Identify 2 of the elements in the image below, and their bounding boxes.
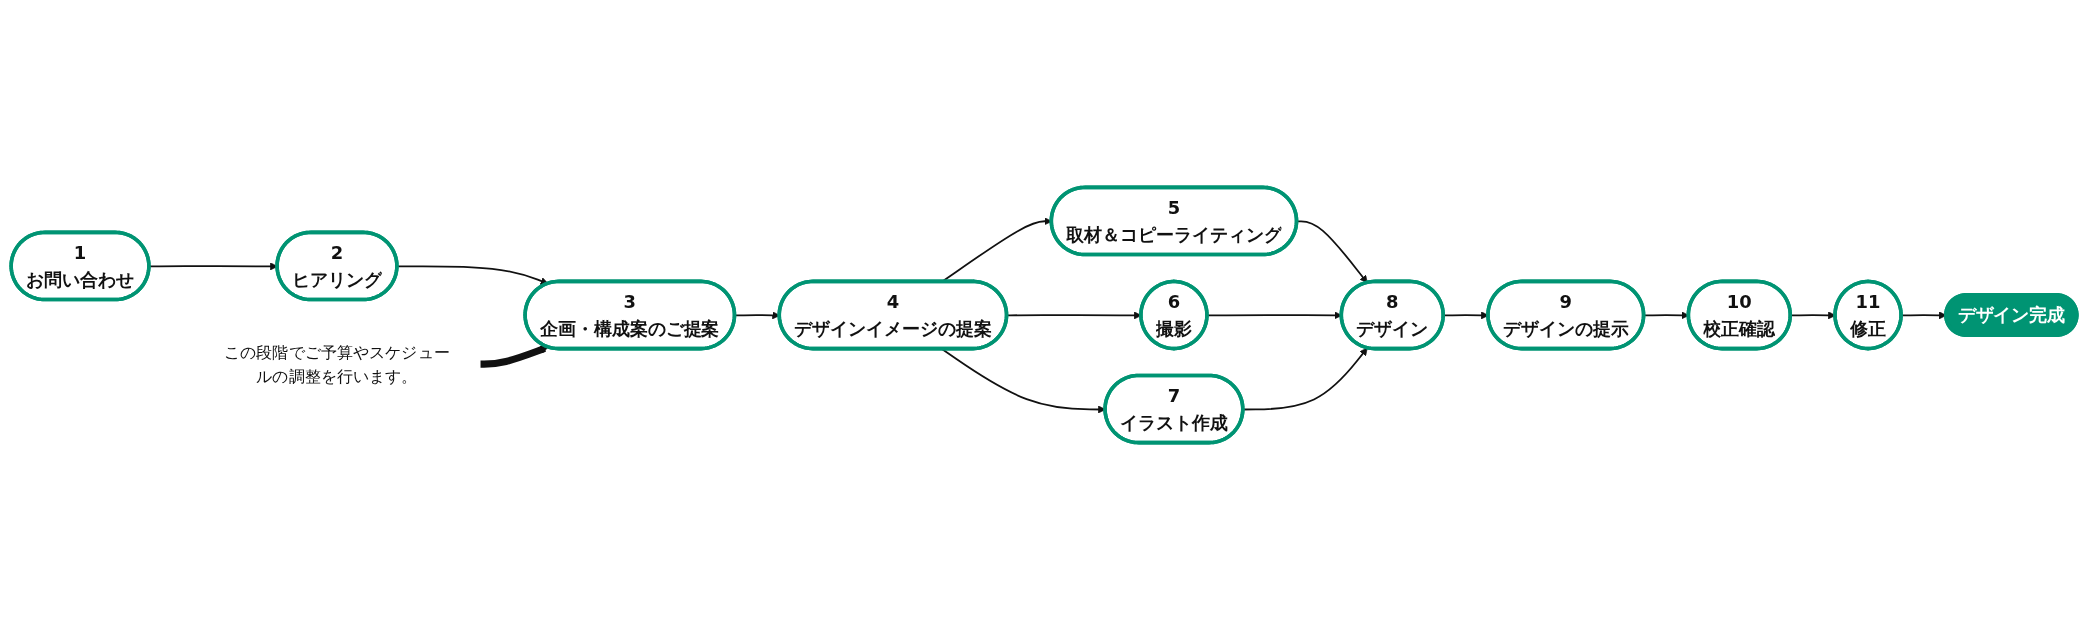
arrow (480, 345, 549, 368)
node-text: この段階でご予算やスケジュールの調整を行います。 (224, 342, 450, 386)
